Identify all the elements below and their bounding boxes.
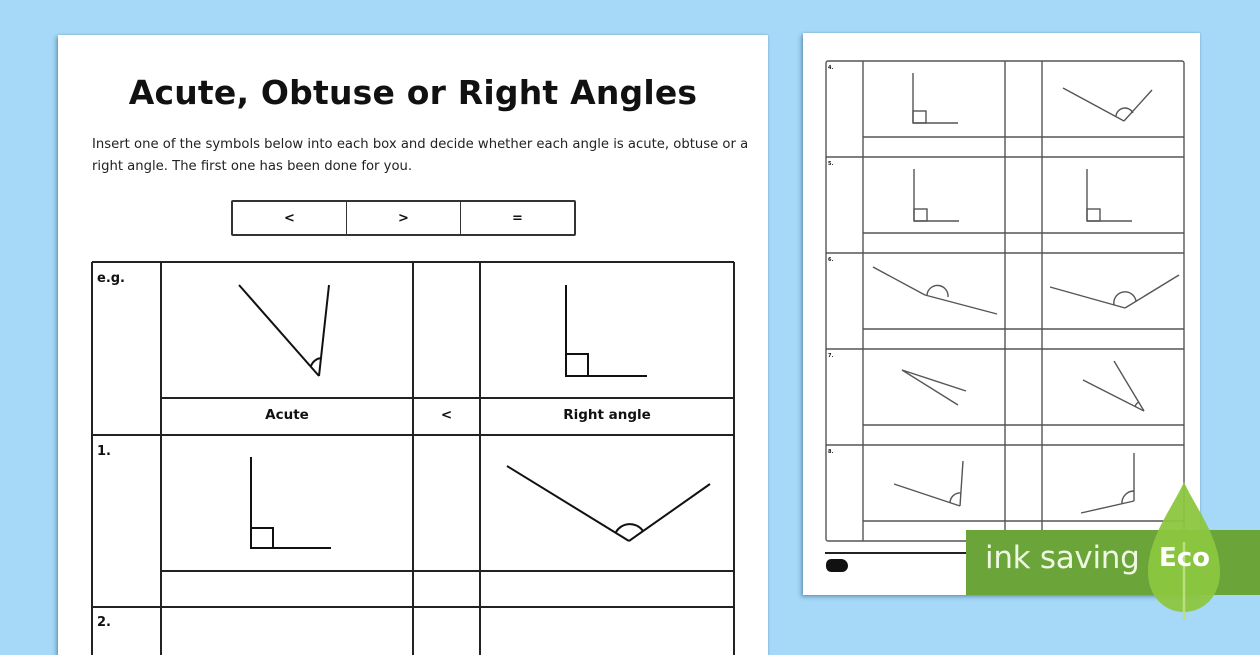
row-label-1: 1. (97, 444, 111, 459)
right-angle-icon (250, 457, 331, 549)
angles-table (91, 261, 735, 655)
eco-label: Eco (1159, 543, 1211, 573)
worksheet-page-2: 4. 5. 6. 7. 8. (803, 33, 1200, 595)
row-label-6: 6. (828, 257, 834, 263)
comparison-box-1[interactable] (413, 580, 480, 604)
right-angle-icon (912, 73, 958, 124)
right-angle-icon (565, 285, 647, 377)
symbol-key: < > = (231, 200, 576, 236)
acute-angle-icon (901, 369, 967, 406)
acute-angle-icon (893, 460, 964, 507)
answer-box-right-1[interactable] (480, 580, 734, 604)
symbol-greater-than: > (347, 202, 461, 234)
acute-angle-icon (238, 284, 330, 377)
symbol-equals: = (512, 210, 523, 226)
acute-angle-icon (1080, 453, 1135, 514)
acute-angle-icon (1082, 360, 1145, 412)
publisher-logo-icon (826, 559, 848, 572)
symbol-less-than: < (233, 202, 347, 234)
right-angle-icon (1086, 169, 1132, 222)
instructions-text: Insert one of the symbols below into eac… (92, 137, 749, 174)
worksheet-page-1: Acute, Obtuse or Right Angles Insert one… (58, 35, 768, 655)
obtuse-angle-icon (1062, 87, 1153, 122)
answer-right-eg: Right angle (563, 407, 651, 423)
row-label-5: 5. (828, 161, 834, 167)
row-label-2: 2. (97, 615, 111, 630)
answer-left-eg: Acute (265, 407, 309, 423)
ink-saving-label: ink saving (985, 540, 1140, 576)
right-angle-icon (913, 169, 959, 222)
answer-box-left-1[interactable] (161, 580, 413, 604)
row-label-eg: e.g. (97, 271, 125, 286)
comparison-eg: < (440, 407, 453, 423)
row-label-7: 7. (828, 353, 834, 359)
obtuse-angle-icon (506, 465, 711, 542)
obtuse-angle-icon (1049, 274, 1180, 309)
worksheet-title: Acute, Obtuse or Right Angles (128, 73, 698, 112)
row-label-8: 8. (828, 449, 834, 455)
obtuse-angle-icon (872, 266, 998, 315)
row-label-4: 4. (828, 65, 834, 71)
leaf-icon (1148, 482, 1220, 619)
angles-table-continued (825, 60, 1185, 542)
